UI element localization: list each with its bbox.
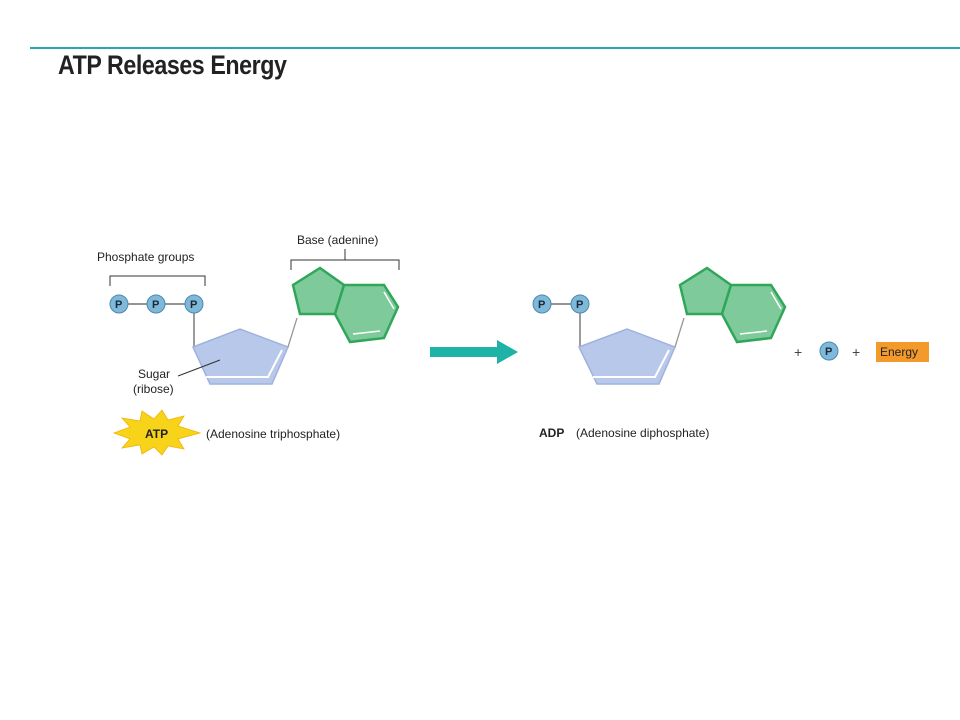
title-rule: [30, 47, 960, 49]
atp-name: (Adenosine triphosphate): [206, 427, 340, 441]
adp-name: (Adenosine diphosphate): [576, 426, 709, 440]
adp-sugar-base-bond: [674, 317, 685, 348]
svg-text:P: P: [538, 299, 545, 311]
phosphate-bracket: [109, 275, 206, 286]
adp-abbr: ADP: [539, 426, 564, 440]
sugar-pointer: [177, 359, 221, 377]
base-bracket: [290, 259, 400, 270]
atp-badge-label: ATP: [145, 427, 168, 441]
adp-adenine-base: [678, 266, 787, 344]
svg-text:P: P: [825, 346, 832, 358]
adenine-base: [291, 266, 400, 344]
adp-phosphate-1: P: [532, 294, 552, 314]
sugar-ribose: [191, 328, 290, 385]
slide-title: ATP Releases Energy: [58, 50, 287, 80]
adp-phosphate-2: P: [570, 294, 590, 314]
sugar-base-bond: [287, 317, 298, 348]
adp-sugar: [577, 328, 677, 385]
svg-text:P: P: [576, 299, 583, 311]
phosphate-groups-label: Phosphate groups: [97, 250, 194, 264]
energy-label: Energy: [880, 345, 918, 359]
plus-sign-1: +: [794, 344, 802, 360]
phosphate-2: P: [146, 294, 166, 314]
svg-text:P: P: [115, 299, 122, 311]
reaction-arrow: [430, 340, 518, 364]
svg-text:P: P: [152, 299, 159, 311]
ribose-label: (ribose): [133, 382, 174, 396]
svg-text:P: P: [190, 299, 197, 311]
released-phosphate: P: [819, 341, 839, 361]
base-label: Base (adenine): [297, 233, 378, 247]
phosphate-3: P: [184, 294, 204, 314]
phosphate-1: P: [109, 294, 129, 314]
atp-starburst: ATP: [112, 409, 202, 456]
sugar-label: Sugar: [138, 367, 170, 381]
plus-sign-2: +: [852, 344, 860, 360]
energy-box: Energy: [876, 342, 929, 362]
